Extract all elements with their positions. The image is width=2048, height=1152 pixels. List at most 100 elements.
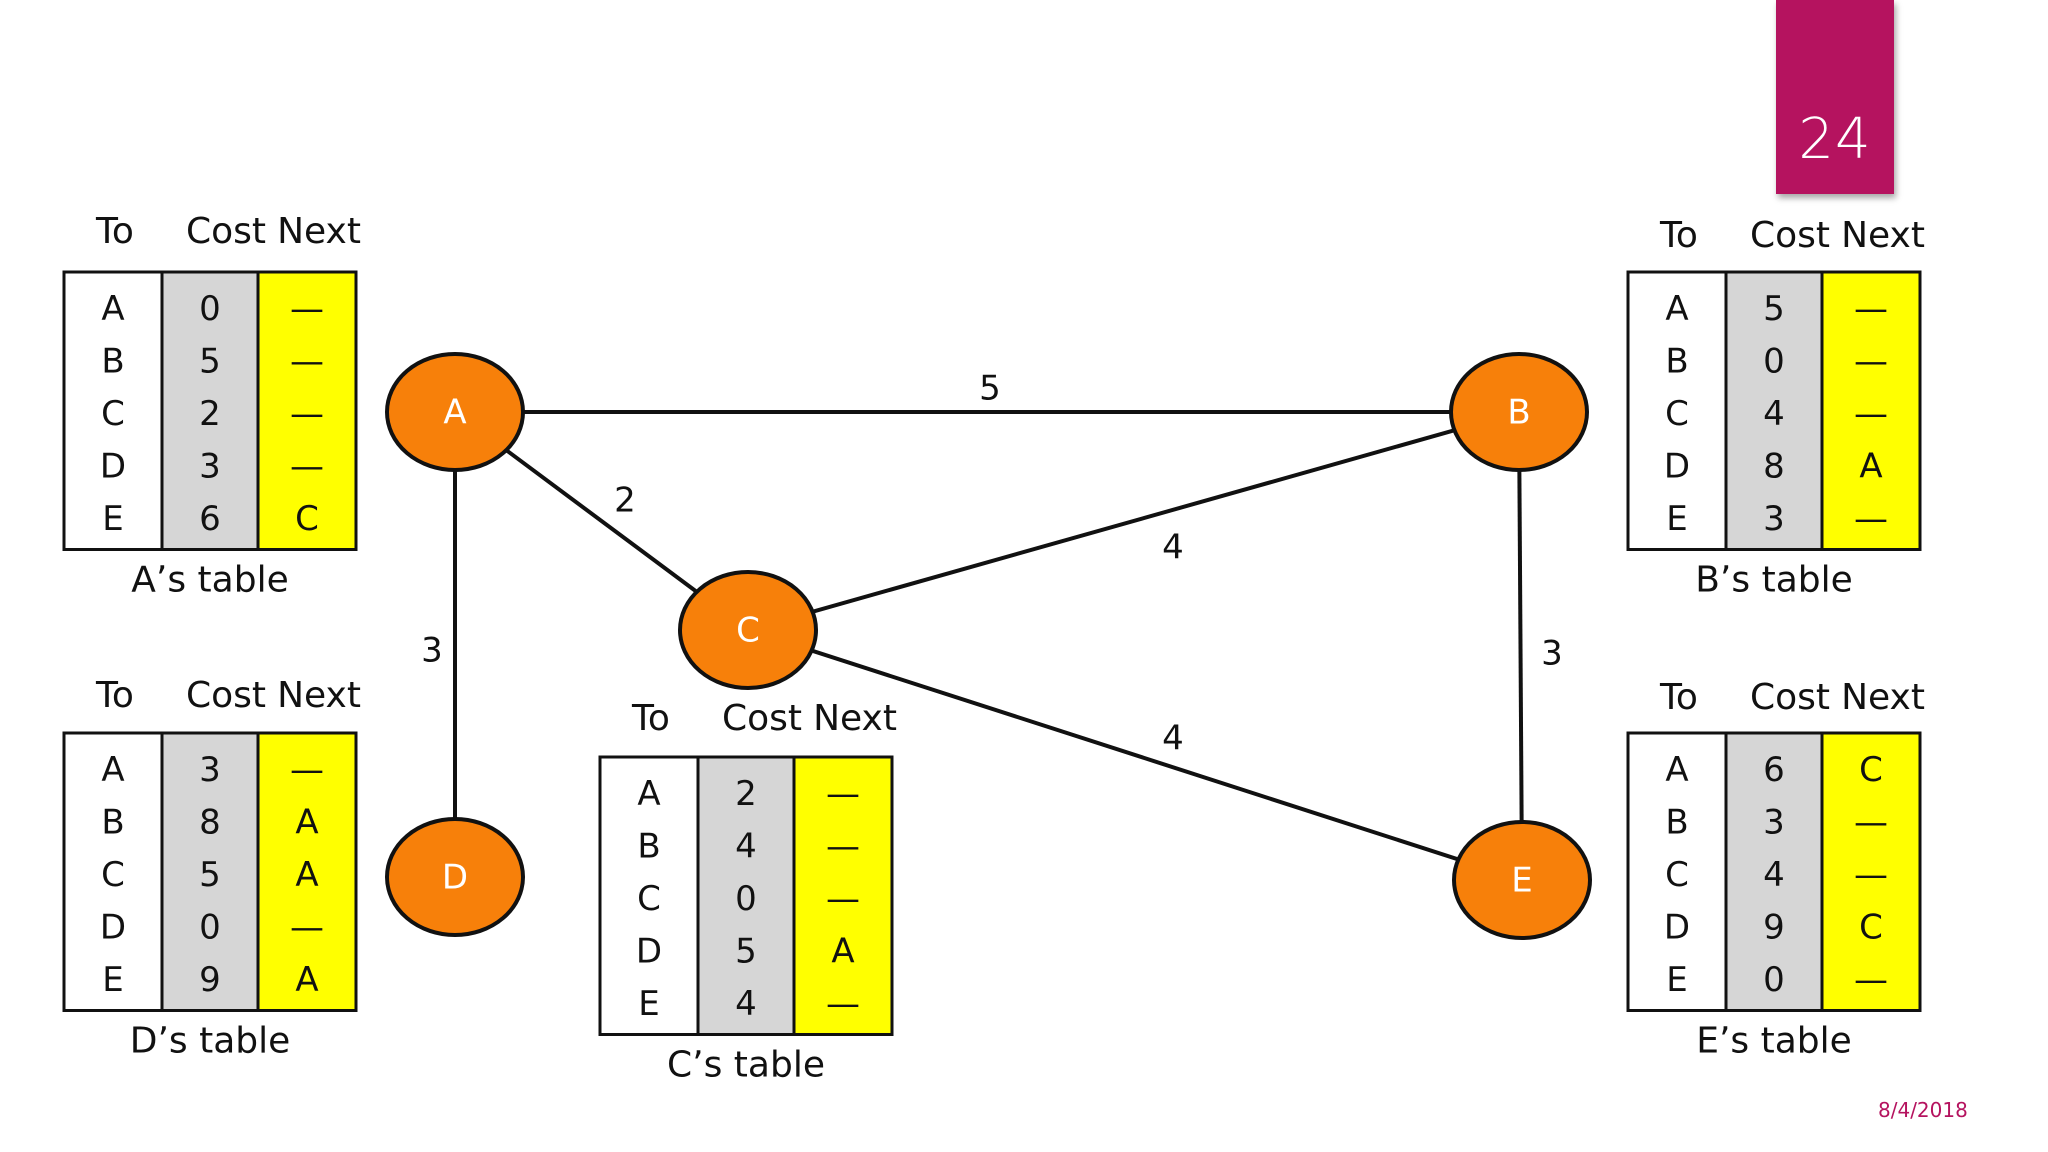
node-b: B bbox=[1449, 352, 1589, 472]
cell-to: B bbox=[1665, 802, 1688, 842]
table-caption: C’s table bbox=[667, 1045, 825, 1086]
table-border bbox=[62, 270, 358, 551]
cell-to: B bbox=[101, 802, 124, 842]
cell-to: C bbox=[1665, 394, 1689, 434]
cost-column-bg bbox=[1726, 272, 1822, 550]
cell-to: E bbox=[1666, 499, 1687, 539]
header-next: Next bbox=[277, 211, 361, 252]
node-a: A bbox=[385, 352, 525, 472]
table-border bbox=[1626, 270, 1922, 551]
cell-to: B bbox=[637, 826, 660, 866]
node-circle bbox=[385, 352, 525, 472]
node-label: E bbox=[1511, 861, 1532, 901]
cell-to: D bbox=[100, 446, 126, 486]
table-caption: A’s table bbox=[131, 560, 288, 601]
cost-column-bg bbox=[1726, 733, 1822, 1011]
cell-cost: 0 bbox=[1763, 960, 1785, 1000]
node-circle bbox=[1449, 352, 1589, 472]
to-column-bg bbox=[64, 272, 162, 550]
node-circle bbox=[385, 817, 525, 937]
link-c-b bbox=[747, 410, 1520, 632]
next-column-bg bbox=[1822, 272, 1920, 550]
nodes: A B C D E bbox=[385, 352, 1592, 940]
cell-to: C bbox=[101, 394, 125, 434]
header-to: To bbox=[1659, 215, 1698, 256]
node-label: B bbox=[1507, 393, 1530, 433]
cell-to: D bbox=[1664, 446, 1690, 486]
link-cost-a-c: 2 bbox=[614, 481, 636, 521]
to-column-bg bbox=[1628, 272, 1726, 550]
cell-to: D bbox=[100, 907, 126, 947]
cell-to: B bbox=[101, 341, 124, 381]
cell-next: — bbox=[826, 879, 860, 919]
cell-next: — bbox=[1854, 499, 1888, 539]
link-c-e bbox=[747, 628, 1523, 882]
cell-next: A bbox=[295, 802, 318, 842]
next-column-bg bbox=[1822, 733, 1920, 1011]
cell-next: — bbox=[1854, 802, 1888, 842]
header-cost: Cost bbox=[186, 675, 266, 716]
cell-cost: 6 bbox=[1763, 750, 1785, 790]
node-label: A bbox=[443, 393, 466, 433]
cell-cost: 3 bbox=[199, 446, 221, 486]
cell-next: C bbox=[1859, 750, 1883, 790]
node-label: C bbox=[736, 611, 760, 651]
cell-next: — bbox=[290, 341, 324, 381]
header-to: To bbox=[95, 211, 134, 252]
cell-next: — bbox=[826, 826, 860, 866]
cell-to: E bbox=[1666, 960, 1687, 1000]
cell-next: — bbox=[1854, 394, 1888, 434]
link-cost-a-d: 3 bbox=[421, 631, 443, 671]
cell-cost: 0 bbox=[1763, 341, 1785, 381]
cell-cost: 4 bbox=[735, 984, 757, 1024]
cell-cost: 5 bbox=[1763, 289, 1785, 329]
slide-number-badge: 24 bbox=[1776, 0, 1894, 194]
header-next: Next bbox=[813, 698, 897, 739]
cell-cost: 3 bbox=[1763, 499, 1785, 539]
header-cost: Cost bbox=[1750, 215, 1830, 256]
node-circle bbox=[678, 570, 818, 690]
cell-cost: 5 bbox=[199, 341, 221, 381]
cell-cost: 8 bbox=[199, 802, 221, 842]
cell-next: — bbox=[290, 750, 324, 790]
cell-to: D bbox=[636, 931, 662, 971]
slide-number: 24 bbox=[1798, 107, 1872, 172]
header-next: Next bbox=[1841, 677, 1925, 718]
node-c: C bbox=[678, 570, 818, 690]
cell-cost: 4 bbox=[1763, 855, 1785, 895]
to-column-bg bbox=[64, 733, 162, 1011]
table-caption: E’s table bbox=[1696, 1021, 1852, 1062]
cell-cost: 4 bbox=[1763, 394, 1785, 434]
cell-cost: 0 bbox=[199, 907, 221, 947]
node-d: D bbox=[385, 817, 525, 937]
link-cost-c-e: 4 bbox=[1162, 719, 1184, 759]
next-column-bg bbox=[794, 757, 892, 1035]
header-to: To bbox=[95, 675, 134, 716]
cell-cost: 4 bbox=[735, 826, 757, 866]
cell-cost: 0 bbox=[735, 879, 757, 919]
cell-next: — bbox=[1854, 855, 1888, 895]
cell-cost: 6 bbox=[199, 499, 221, 539]
header-cost: Cost bbox=[186, 211, 266, 252]
next-column-bg bbox=[258, 272, 356, 550]
cell-next: C bbox=[295, 499, 319, 539]
cost-column-bg bbox=[698, 757, 794, 1035]
cell-cost: 5 bbox=[199, 855, 221, 895]
link-cost-b-e: 3 bbox=[1541, 634, 1563, 674]
cell-to: B bbox=[1665, 341, 1688, 381]
cell-cost: 2 bbox=[199, 394, 221, 434]
cell-next: — bbox=[826, 774, 860, 814]
cell-to: A bbox=[1665, 289, 1688, 329]
cell-to: A bbox=[1665, 750, 1688, 790]
cell-to: E bbox=[102, 960, 123, 1000]
header-cost: Cost bbox=[1750, 677, 1830, 718]
cost-column-bg bbox=[162, 272, 258, 550]
header-to: To bbox=[631, 698, 670, 739]
cell-to: C bbox=[101, 855, 125, 895]
cell-cost: 5 bbox=[735, 931, 757, 971]
node-circle bbox=[1452, 820, 1592, 940]
to-column-bg bbox=[1628, 733, 1726, 1011]
